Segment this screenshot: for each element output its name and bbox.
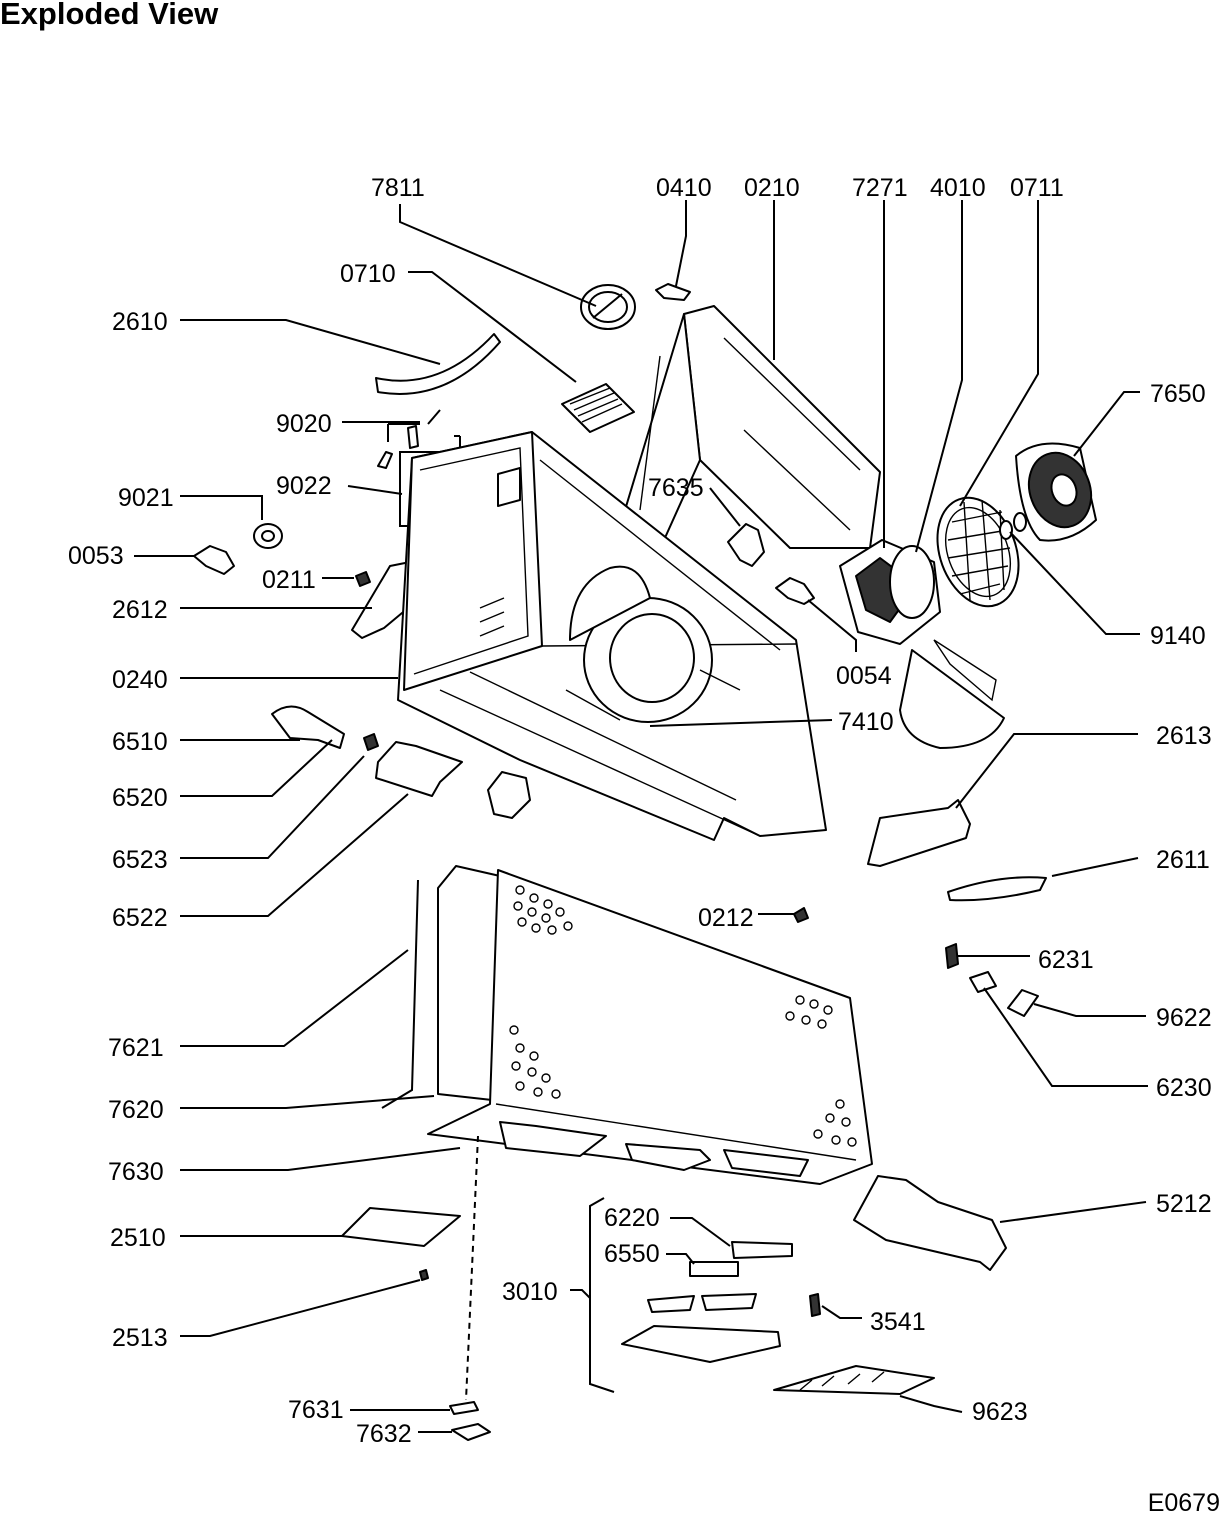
part-2610-strip (375, 333, 501, 395)
label-7410: 7410 (838, 708, 894, 736)
part-6520-bulb (363, 733, 379, 751)
part-6231-switch (945, 943, 959, 969)
label-9021: 9021 (118, 484, 174, 512)
part-7631-spring (449, 1401, 479, 1415)
label-0054: 0054 (836, 662, 892, 690)
label-7632: 7632 (356, 1420, 412, 1448)
part-3541-fuse (809, 1293, 821, 1317)
label-7621: 7621 (108, 1034, 164, 1062)
label-0211: 0211 (262, 566, 316, 594)
label-4010: 4010 (930, 174, 986, 202)
part-9622-label (1007, 989, 1039, 1017)
label-7811: 7811 (371, 174, 425, 202)
part-7271-fan-wheel (839, 539, 941, 645)
label-6523: 6523 (112, 846, 168, 874)
label-6231: 6231 (1038, 946, 1094, 974)
label-9622: 9622 (1156, 1004, 1212, 1032)
label-0410: 0410 (656, 174, 712, 202)
part-6522-bracket (375, 741, 463, 797)
part-7621-rail (381, 879, 419, 1109)
label-7630: 7630 (108, 1158, 164, 1186)
part-0053-clip (193, 545, 235, 575)
part-6220-switch-cover (731, 1241, 793, 1259)
part-0710-grille (561, 383, 635, 433)
dashed-axis (465, 1135, 479, 1401)
label-6230: 6230 (1156, 1074, 1212, 1102)
label-0710: 0710 (340, 260, 396, 288)
part-9021-grommet (253, 523, 283, 549)
part-0711-fan-guard (936, 496, 1020, 608)
label-0240: 0240 (112, 666, 168, 694)
part-6550-switch (689, 1261, 739, 1277)
drawing-code: E0679 (1147, 1489, 1220, 1517)
part-7630-lower-hood (427, 869, 873, 1185)
label-9623: 9623 (972, 1398, 1028, 1426)
label-7271: 7271 (852, 174, 908, 202)
label-7631: 7631 (288, 1396, 344, 1424)
part-6230-switch-holder (969, 971, 997, 993)
label-9022: 9022 (276, 472, 332, 500)
part-2611-strip (947, 876, 1047, 902)
part-0211-fastener (355, 571, 371, 587)
part-2510-lamp-cover (341, 1207, 461, 1247)
label-0212: 0212 (698, 904, 754, 932)
label-0210: 0210 (744, 174, 800, 202)
label-2612: 2612 (112, 596, 168, 624)
part-2613-bracket (867, 799, 971, 867)
part-7635-bracket (727, 523, 765, 567)
part-2613-volute (899, 649, 1005, 749)
part-0240-housing (397, 431, 827, 841)
part-2513-screw (419, 1269, 429, 1281)
diagram-title: Exploded View (0, 0, 219, 31)
part-7650-carbon-filter (1015, 442, 1097, 542)
part-9623-glass-filter (773, 1365, 935, 1395)
label-5212: 5212 (1156, 1190, 1212, 1218)
label-0053: 0053 (68, 542, 124, 570)
label-2613: 2613 (1156, 722, 1212, 750)
callout-labels: 7811 0410 0210 7271 4010 0711 0710 2610 … (68, 174, 1212, 1448)
label-9020: 9020 (276, 410, 332, 438)
label-6550: 6550 (604, 1240, 660, 1268)
label-2610: 2610 (112, 308, 168, 336)
part-9140-nut (999, 512, 1027, 540)
label-3541: 3541 (870, 1308, 926, 1336)
label-2510: 2510 (110, 1224, 166, 1252)
label-6510: 6510 (112, 728, 168, 756)
label-7635: 7635 (648, 474, 704, 502)
label-6220: 6220 (604, 1204, 660, 1232)
part-7632-clip (451, 1423, 491, 1441)
label-2611: 2611 (1156, 846, 1210, 874)
part-cable-plug (487, 771, 531, 819)
label-6520: 6520 (112, 784, 168, 812)
part-3010-switch-a (647, 1295, 695, 1313)
label-2513: 2513 (112, 1324, 168, 1352)
part-6510-lamp-holder (271, 705, 345, 749)
part-0410-clip (655, 283, 691, 301)
label-7650: 7650 (1150, 380, 1206, 408)
part-3010-switch-b (701, 1293, 757, 1311)
bracket-3010 (589, 1197, 615, 1393)
label-0711: 0711 (1010, 174, 1064, 202)
part-5212-bracket (853, 1175, 1007, 1271)
label-9140: 9140 (1150, 622, 1206, 650)
label-7620: 7620 (108, 1096, 164, 1124)
part-0210-chimney (621, 305, 881, 549)
leader-lines (134, 200, 1148, 1433)
part-0054-clip (775, 577, 815, 605)
part-7811-ring (580, 284, 636, 330)
part-0212-fastener (793, 907, 809, 923)
label-3010: 3010 (502, 1278, 558, 1306)
label-6522: 6522 (112, 904, 168, 932)
part-3010-panel (621, 1325, 781, 1363)
